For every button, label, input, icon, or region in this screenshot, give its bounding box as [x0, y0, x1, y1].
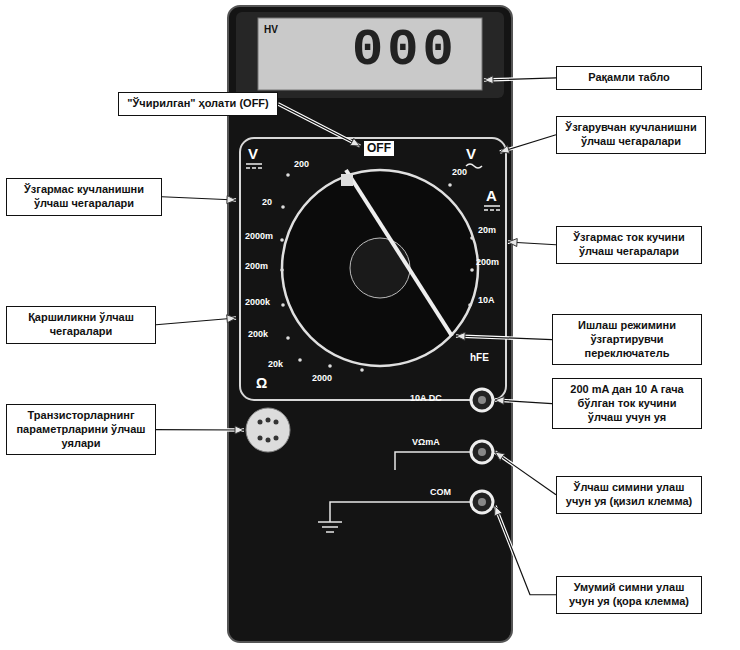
leader-arrowhead — [456, 332, 465, 340]
jack-label: VΩmA — [412, 438, 440, 448]
callout-box: Қаршиликни ўлчаш чегаралари — [6, 306, 156, 344]
range-value: 20m — [478, 226, 496, 236]
dc-current-symbol: A — [486, 188, 497, 205]
leader-casing — [162, 197, 236, 200]
leader-casing — [456, 336, 552, 340]
leader-arrowhead — [495, 397, 504, 405]
range-value: 200 — [294, 160, 309, 170]
leader-arrowhead — [495, 506, 502, 516]
callout-box: Умумий симни улаш учун уя (қора клемма) — [556, 576, 702, 614]
callout-box: Рақамли табло — [556, 66, 702, 90]
leader-casing — [278, 104, 360, 146]
callout-text: "Ўчирилган" ҳолати (OFF) — [125, 97, 271, 111]
callout-box: Ўлчаш симини улаш учун уя (қизил клемма) — [556, 476, 702, 514]
callout-box: Ўзгарувчан кучланишни ўлчаш чегаралари — [556, 116, 706, 154]
leader-line — [156, 318, 236, 325]
callout-text: Ўлчаш симини улаш учун уя (қизил клемма) — [563, 481, 695, 509]
callout-box: Транзисторларнинг параметрларини ўлчаш у… — [6, 404, 156, 455]
callout-text: Транзисторларнинг параметрларини ўлчаш у… — [13, 409, 149, 450]
range-value: 200m — [476, 258, 499, 268]
range-value: 200 — [452, 168, 467, 178]
range-value: 2000m — [245, 232, 273, 242]
leader-casing — [156, 428, 244, 432]
range-value: 10A — [478, 296, 495, 306]
callout-box: Ишлаш режимини ўзгартирувчи переключател… — [552, 314, 702, 365]
callout-text: Ишлаш режимини ўзгартирувчи переключател… — [559, 319, 695, 360]
callout-text: Қаршиликни ўлчаш чегаралари — [13, 311, 149, 339]
range-value: 2000 — [312, 374, 332, 384]
display-digits: 000 — [352, 22, 458, 79]
leader-arrowhead — [227, 196, 236, 204]
leader-casing — [495, 506, 556, 595]
callout-text: Умумий симни улаш учун уя (қора клемма) — [563, 581, 695, 609]
leader-line — [156, 429, 244, 431]
range-value: 20 — [262, 198, 272, 208]
range-value: 200k — [248, 330, 268, 340]
range-value: 200m — [245, 262, 268, 272]
callout-text: Ўзгарувчан кучланишни ўлчаш чегаралари — [563, 121, 699, 149]
leader-arrowhead — [350, 138, 360, 146]
callout-text: Ўзгармас кучланишни ўлчаш чегаралари — [13, 183, 155, 211]
leader-line — [484, 78, 556, 80]
leader-arrowhead — [495, 452, 505, 460]
leader-line — [162, 197, 236, 200]
leader-arrowhead — [484, 76, 493, 84]
range-value: 20k — [268, 360, 283, 370]
callout-box: Ўзгармас кучланишни ўлчаш чегаралари — [6, 178, 162, 216]
ac-voltage-symbol: V — [466, 146, 476, 163]
off-position: OFF — [364, 141, 394, 156]
leader-casing — [495, 452, 556, 495]
callout-text: Рақамли табло — [563, 71, 695, 85]
hfe-mode: hFE — [470, 352, 489, 363]
display-indicator: HV — [264, 24, 278, 35]
jack-label: 10A DC — [410, 394, 442, 404]
leader-line — [278, 104, 360, 146]
leader-line — [495, 452, 556, 495]
leader-arrowhead — [508, 239, 517, 247]
callout-text: 200 mA дан 10 A гача бўлган ток кучини ў… — [559, 383, 695, 424]
callout-text: Ўзгармас ток кучини ўлчаш чегаралари — [563, 231, 695, 259]
range-value: 2000k — [245, 298, 270, 308]
jack-label: COM — [430, 488, 451, 498]
leader-arrowhead — [227, 315, 236, 323]
ohm-symbol: Ω — [256, 376, 267, 391]
callout-box: 200 mA дан 10 A гача бўлган ток кучини ў… — [552, 378, 702, 429]
callout-box: Ўзгармас ток кучини ўлчаш чегаралари — [556, 226, 702, 264]
leader-line — [456, 336, 552, 340]
dc-voltage-symbol: V — [248, 146, 258, 163]
leader-arrowhead — [235, 426, 244, 434]
leader-casing — [484, 78, 556, 80]
leader-line — [495, 506, 556, 595]
leader-casing — [156, 318, 236, 325]
leader-arrowhead — [500, 146, 510, 154]
callout-box: "Ўчирилган" ҳолати (OFF) — [118, 92, 278, 116]
